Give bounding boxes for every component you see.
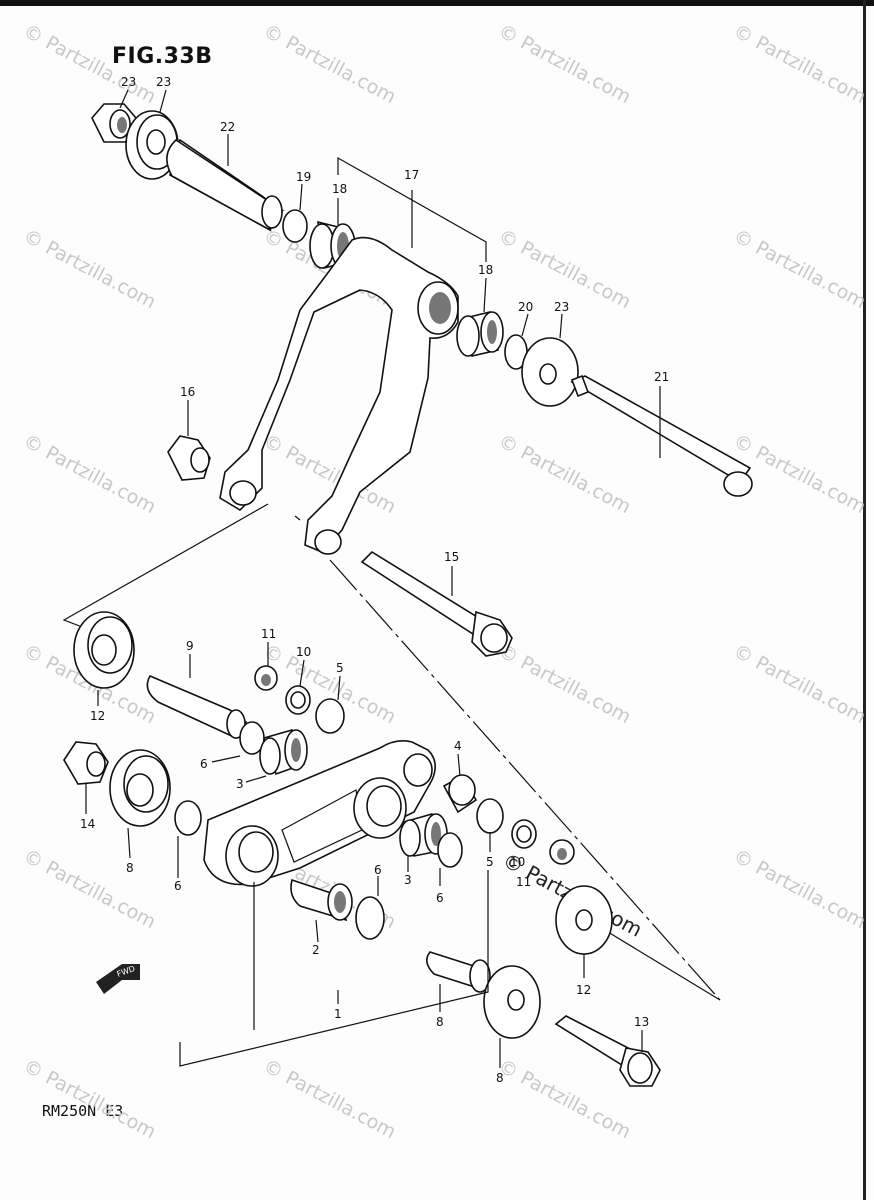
callout: 8 (126, 861, 134, 875)
part-15-bolt (360, 550, 513, 657)
part-11-collar (549, 839, 575, 865)
part-14-nut (63, 741, 109, 785)
callout: 11 (261, 627, 276, 641)
part-20-spacer (166, 138, 285, 232)
callout: 4 (454, 739, 462, 753)
part-5-o-ring (315, 698, 345, 734)
right-border (863, 0, 866, 1200)
callout: 8 (436, 1015, 444, 1029)
part-12-dust-cap (73, 611, 135, 689)
part-8-dust-cap (483, 965, 541, 1039)
callout: 5 (336, 661, 344, 675)
callout: 5 (486, 855, 494, 869)
callout: 23 (121, 75, 136, 89)
callout: 17 (404, 168, 419, 182)
callout: 8 (496, 1071, 504, 1085)
callout: 14 (80, 817, 95, 831)
bracket-1 (179, 870, 489, 1067)
callout: 3 (404, 873, 412, 887)
part-8-dust-cap (109, 749, 171, 827)
part-5-o-ring (476, 798, 504, 834)
part-6-o-ring (174, 800, 202, 836)
part-12-dust-cap (555, 885, 613, 955)
part-6-o-ring (437, 832, 463, 868)
part-18-bearing (456, 311, 504, 357)
callout: 2 (312, 943, 320, 957)
callout: 6 (174, 879, 182, 893)
part-21-bolt (570, 374, 753, 497)
callout: 18 (478, 263, 493, 277)
callout: 10 (510, 855, 525, 869)
callout: 12 (90, 709, 105, 723)
callout: 6 (436, 891, 444, 905)
part-11-collar (254, 665, 278, 691)
callout: 3 (236, 777, 244, 791)
callout: 18 (332, 182, 347, 196)
part-19-o-ring (282, 209, 308, 243)
part-16-nut (167, 435, 211, 481)
leader-lines (85, 89, 661, 1068)
callout: 6 (200, 757, 208, 771)
callout: 16 (180, 385, 195, 399)
callout: 9 (186, 639, 194, 653)
top-border (0, 0, 874, 6)
forward-direction-icon: FWD (96, 964, 140, 994)
part-10-seal (511, 819, 537, 849)
part-22-nut (91, 103, 137, 143)
callout: 19 (296, 170, 311, 184)
part-13-bolt (554, 1015, 661, 1087)
part-9-spacer (146, 674, 248, 740)
part-7-collar (426, 951, 491, 993)
callout: 23 (554, 300, 569, 314)
part-6-o-ring (355, 896, 385, 940)
callout: 21 (654, 370, 669, 384)
callout: 12 (576, 983, 591, 997)
callout: 20 (518, 300, 533, 314)
figure-title: FIG.33B (112, 44, 213, 69)
callout: 6 (374, 863, 382, 877)
callout: 23 (156, 75, 171, 89)
callout: 11 (516, 875, 531, 889)
part-23-washer (521, 337, 579, 407)
part-10-seal (285, 685, 311, 715)
part-4-collar (442, 774, 478, 814)
bracket-17 (337, 156, 487, 262)
part-18-bearing (309, 220, 356, 269)
part-3-bearing (259, 729, 308, 776)
part-17-cushion-lever (219, 236, 459, 555)
part-1-cushion-rod (203, 740, 436, 887)
callout: 13 (634, 1015, 649, 1029)
part-2-bearing (290, 878, 353, 922)
callout: 15 (444, 550, 459, 564)
callout: 10 (296, 645, 311, 659)
part-23-washer (125, 110, 179, 180)
callout-labels: 23 23 22 19 18 17 18 20 23 21 16 15 9 11… (80, 75, 669, 1085)
callout: 1 (334, 1007, 342, 1021)
model-label: RM250N E3 (42, 1102, 124, 1120)
callout: 22 (220, 120, 235, 134)
